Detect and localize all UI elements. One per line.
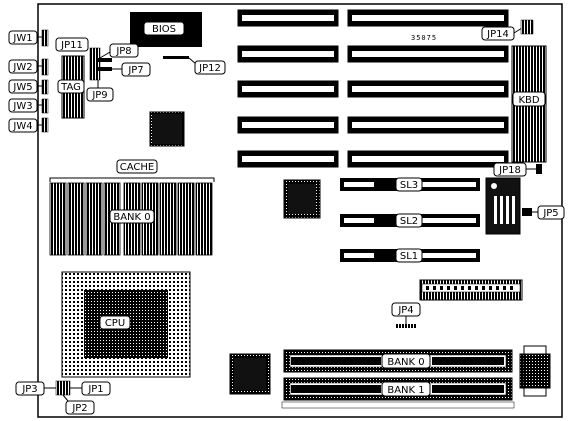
cpu-label: CPU bbox=[105, 318, 125, 329]
jw2-jumper: JW2 bbox=[8, 58, 49, 76]
jw4-label: JW4 bbox=[12, 121, 32, 132]
jp4-label: JP4 bbox=[397, 305, 413, 316]
vl-slots: SL3 SL2 SL1 bbox=[340, 177, 480, 263]
cache-bank-label: BANK 0 bbox=[113, 212, 150, 223]
jp1-label: JP1 bbox=[87, 384, 103, 395]
jw5-jumper: JW5 bbox=[8, 79, 49, 95]
simm-bank-0: BANK 0 bbox=[283, 349, 513, 373]
jp5-label: JP5 bbox=[542, 208, 558, 219]
chipset-chip-upper bbox=[149, 111, 185, 147]
jw1-label: JW1 bbox=[12, 33, 32, 44]
jp11-jumper: JP11 bbox=[55, 37, 89, 52]
jp2-jumper: JP2 bbox=[62, 394, 95, 415]
simm-bank-1: BANK 1 bbox=[283, 377, 513, 401]
jw1-jumper: JW1 bbox=[8, 29, 49, 47]
jp18-label: JP18 bbox=[498, 165, 521, 176]
jw2-label: JW2 bbox=[12, 62, 32, 73]
jp5-jumper: JP5 bbox=[522, 205, 565, 220]
chipset-chip-middle bbox=[283, 179, 321, 219]
bios-chip: BIOS bbox=[130, 12, 202, 47]
bios-label: BIOS bbox=[152, 24, 176, 35]
simm-bank0-label: BANK 0 bbox=[387, 357, 424, 368]
jp9-label: JP9 bbox=[91, 90, 107, 101]
rtc-module bbox=[485, 177, 521, 235]
tag-chip: TAG bbox=[57, 55, 85, 119]
jp3-jumper: JP3 bbox=[15, 381, 56, 396]
kbd-label: KBD bbox=[518, 95, 539, 106]
cache-label: CACHE bbox=[120, 162, 154, 173]
jp11-label: JP11 bbox=[60, 40, 83, 51]
board-code: 35075 bbox=[411, 34, 437, 42]
jp2-label: JP2 bbox=[71, 403, 87, 414]
jp14-label: JP14 bbox=[486, 29, 509, 40]
jumper-block bbox=[89, 47, 101, 81]
power-connector bbox=[419, 279, 523, 301]
jw3-jumper: JW3 bbox=[8, 98, 49, 114]
jp4-jumper: JP4 bbox=[391, 302, 421, 328]
jp8-jumper: JP8 bbox=[98, 43, 139, 62]
jp7-label: JP7 bbox=[127, 65, 143, 76]
simm-bank-latch bbox=[281, 401, 515, 409]
jp12-jumper: JP12 bbox=[163, 56, 226, 75]
isa-slots bbox=[237, 9, 509, 168]
jw4-jumper: JW4 bbox=[8, 117, 49, 133]
connector-bottom-right bbox=[519, 345, 551, 397]
jp18-jumper: JP18 bbox=[493, 162, 542, 177]
jp9-jumper: JP9 bbox=[86, 80, 114, 102]
jp12-label: JP12 bbox=[198, 63, 221, 74]
sl1-label: SL1 bbox=[400, 251, 418, 262]
jp8-label: JP8 bbox=[115, 46, 131, 57]
cpu-socket: CPU bbox=[61, 271, 191, 378]
chipset-chip-lower bbox=[229, 353, 271, 395]
jp7-jumper: JP7 bbox=[98, 62, 151, 77]
jp-cluster-pins bbox=[55, 380, 71, 396]
tag-label: TAG bbox=[60, 82, 81, 93]
jp3-label: JP3 bbox=[21, 384, 37, 395]
kbd-connector: KBD bbox=[511, 45, 547, 163]
jp1-jumper: JP1 bbox=[70, 381, 111, 396]
sl3-label: SL3 bbox=[400, 180, 418, 191]
jw5-label: JW5 bbox=[12, 82, 32, 93]
jw3-label: JW3 bbox=[12, 101, 32, 112]
simm-bank1-label: BANK 1 bbox=[387, 385, 424, 396]
cache-bank: CACHE BANK 0 bbox=[49, 159, 215, 256]
sl2-label: SL2 bbox=[400, 216, 418, 227]
jp14-jumper: JP14 bbox=[481, 19, 534, 41]
